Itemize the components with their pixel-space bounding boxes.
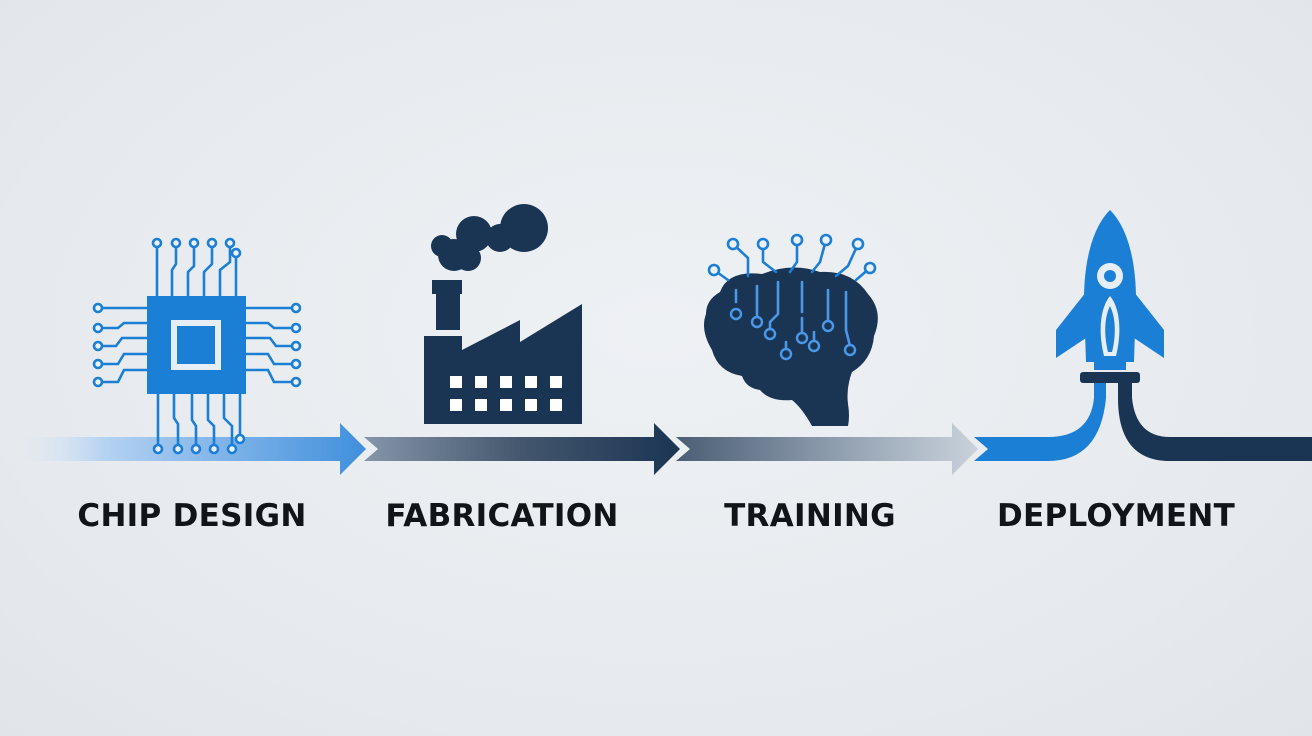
arrow-fab-to-training — [364, 423, 680, 475]
rocket-icon — [1056, 210, 1164, 383]
stage-label-deployment: DEPLOYMENT — [996, 498, 1236, 534]
factory-icon — [424, 204, 582, 424]
deploy-blue-stream — [974, 383, 1106, 461]
flow-arrows — [18, 383, 1312, 475]
arrow-training-to-deploy — [676, 423, 978, 475]
stage-label-training: TRAINING — [724, 498, 896, 534]
deploy-navy-stream — [1118, 383, 1312, 461]
stage-label-fabrication: FABRICATION — [385, 498, 619, 534]
stage-label-chip-design: CHIP DESIGN — [77, 498, 307, 534]
brain-network-icon — [704, 233, 878, 426]
chip-icon — [92, 237, 302, 455]
